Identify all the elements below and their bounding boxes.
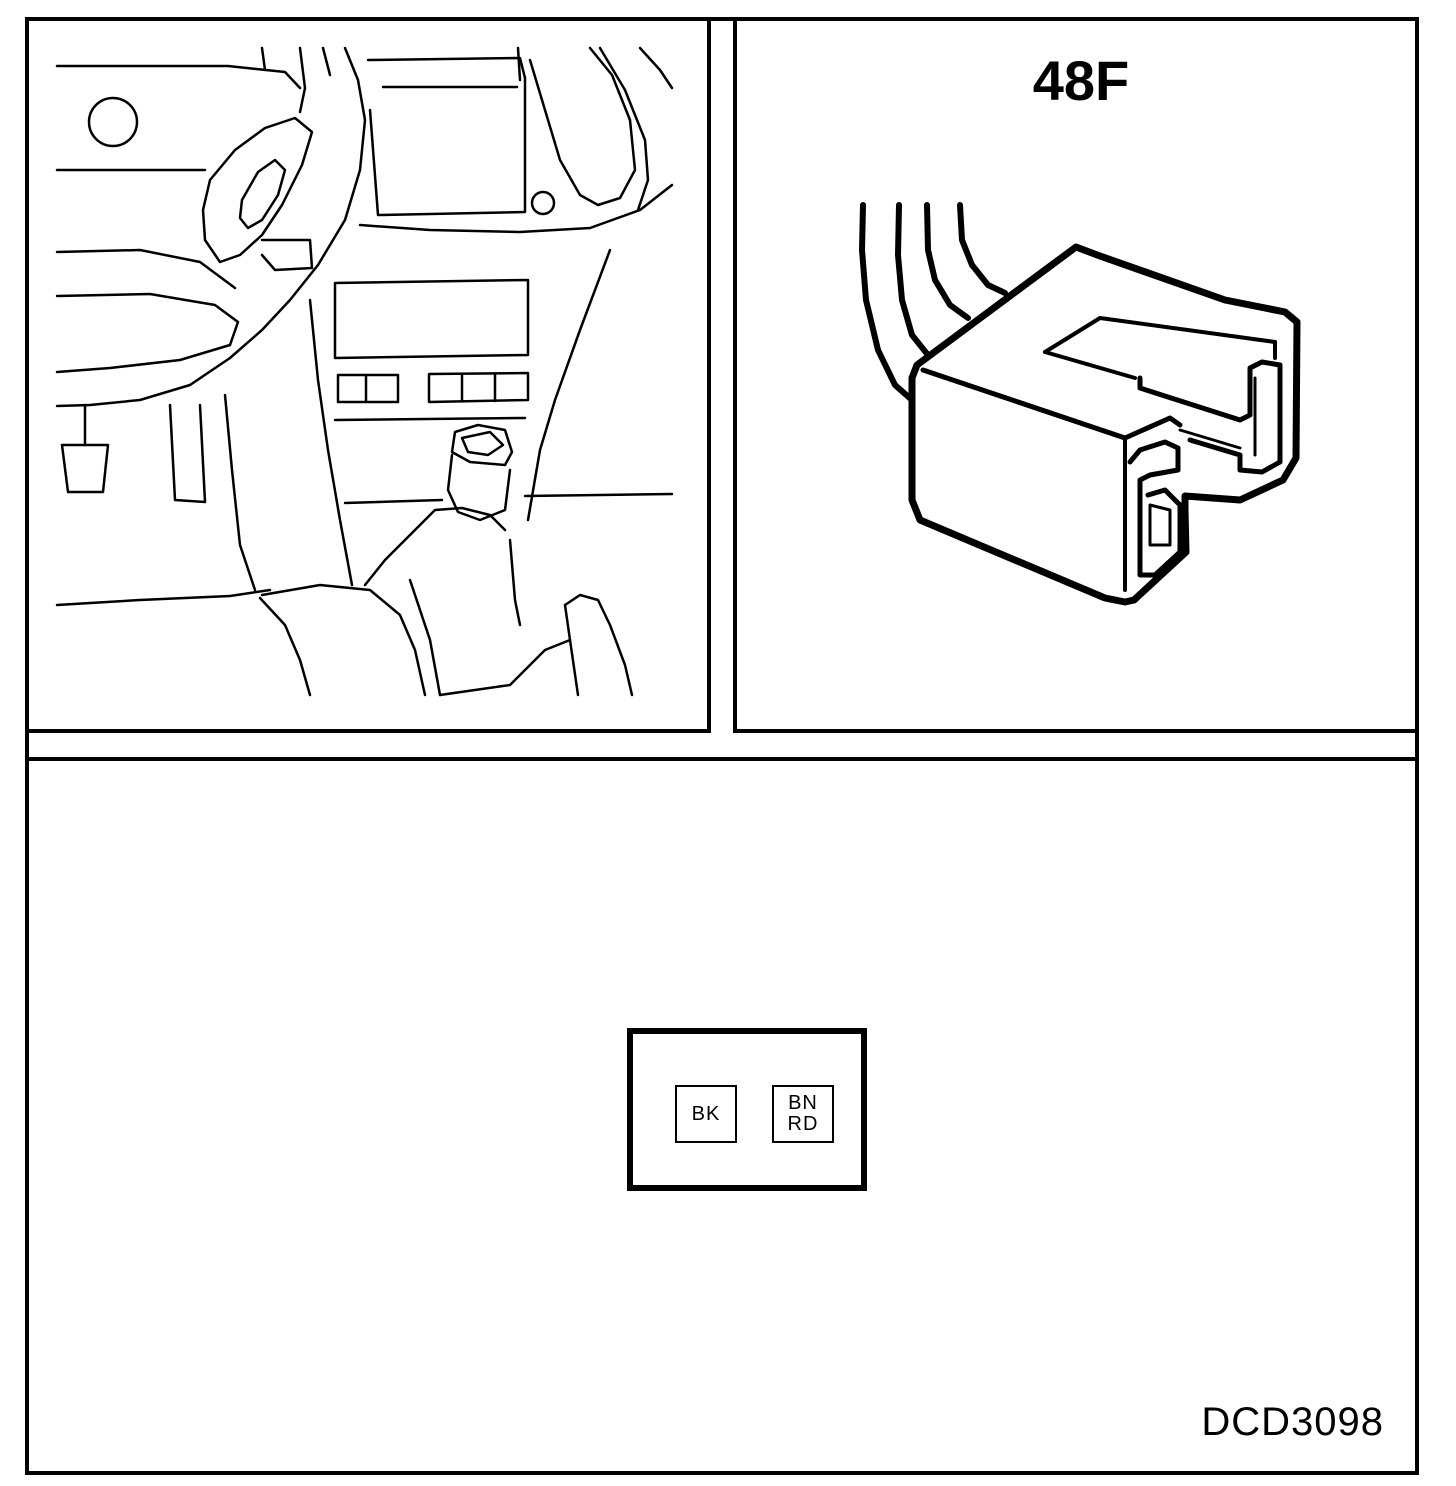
vertical-divider [711,17,733,733]
pin-cavity-1: BK [675,1085,737,1143]
pin-1-wire-color: BK [691,1102,721,1125]
pin-2-wire-color-line2: RD [787,1113,819,1135]
connector-illustration [859,202,1301,606]
pin-cavity-2: BN RD [772,1085,834,1143]
connector-view-panel [733,17,1419,733]
dashboard-illustration [55,46,674,697]
figure-code: DCD3098 [1201,1400,1384,1444]
horizontal-divider [25,733,1419,757]
connector-face: BK BN RD [627,1028,867,1191]
connector-id-label: 48F [1032,49,1130,112]
pin-2-wire-color-line1: BN [788,1092,818,1114]
